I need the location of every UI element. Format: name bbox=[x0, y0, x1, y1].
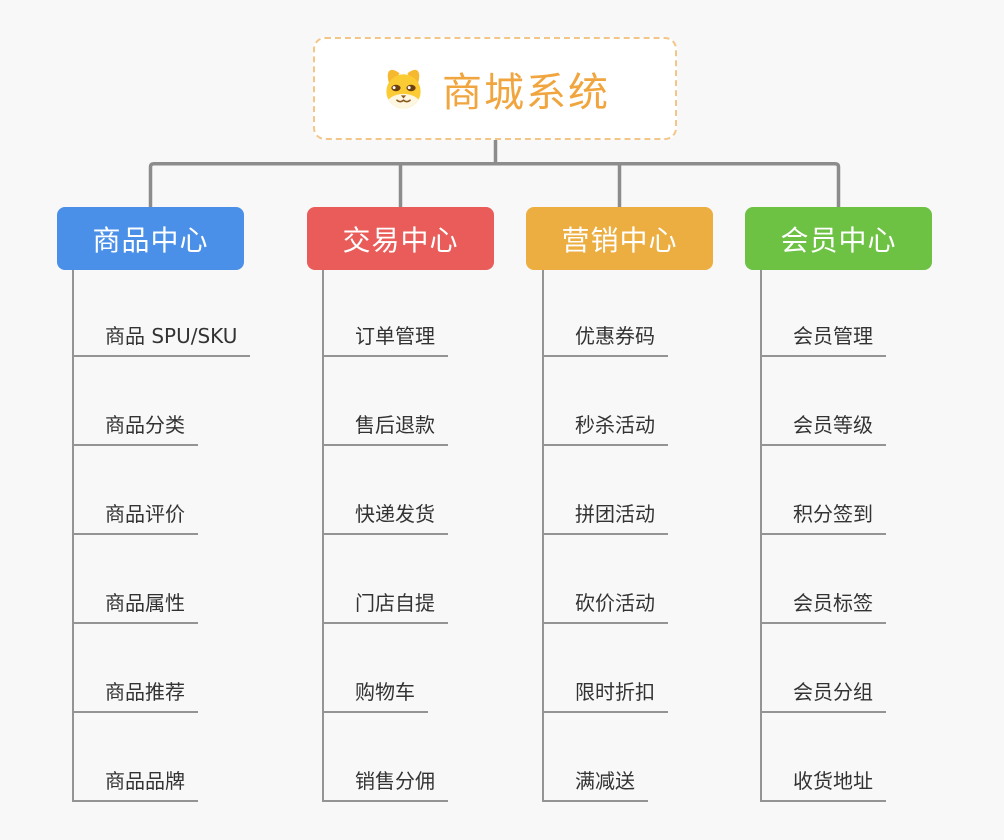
branch-spine-line bbox=[322, 270, 324, 802]
leaf-node[interactable]: 商品推荐 bbox=[72, 667, 198, 713]
leaf-node[interactable]: 限时折扣 bbox=[542, 667, 668, 713]
leaf-node[interactable]: 积分签到 bbox=[760, 489, 886, 535]
root-node[interactable]: 商城系统 bbox=[313, 37, 677, 140]
branch-spine-line bbox=[542, 270, 544, 802]
leaf-node[interactable]: 商品属性 bbox=[72, 578, 198, 624]
leaf-node[interactable]: 会员标签 bbox=[760, 578, 886, 624]
leaf-node[interactable]: 商品分类 bbox=[72, 400, 198, 446]
branch-spine-line bbox=[72, 270, 74, 802]
leaf-node[interactable]: 门店自提 bbox=[322, 578, 448, 624]
branch-box-trade-center[interactable]: 交易中心 bbox=[307, 207, 494, 270]
leaf-node[interactable]: 会员等级 bbox=[760, 400, 886, 446]
branch-box-product-center[interactable]: 商品中心 bbox=[57, 207, 244, 270]
branch-spine-line bbox=[760, 270, 762, 802]
leaf-node[interactable]: 商品品牌 bbox=[72, 756, 198, 802]
leaf-node[interactable]: 商品 SPU/SKU bbox=[72, 311, 251, 357]
leaf-node[interactable]: 收货地址 bbox=[760, 756, 886, 802]
leaf-node[interactable]: 拼团活动 bbox=[542, 489, 668, 535]
dog-mascot-icon bbox=[386, 69, 421, 109]
branch-label: 交易中心 bbox=[342, 223, 459, 257]
leaf-node[interactable]: 售后退款 bbox=[322, 400, 448, 446]
leaf-node[interactable]: 销售分佣 bbox=[322, 756, 448, 802]
leaf-node[interactable]: 会员分组 bbox=[760, 667, 886, 713]
leaf-node[interactable]: 满减送 bbox=[542, 756, 648, 802]
leaf-node[interactable]: 会员管理 bbox=[760, 311, 886, 357]
branch-label: 会员中心 bbox=[780, 223, 897, 257]
leaf-node[interactable]: 优惠券码 bbox=[542, 311, 668, 357]
root-title: 商城系统 bbox=[442, 69, 610, 116]
leaf-node[interactable]: 购物车 bbox=[322, 667, 428, 713]
leaf-node[interactable]: 砍价活动 bbox=[542, 578, 668, 624]
leaf-node[interactable]: 秒杀活动 bbox=[542, 400, 668, 446]
leaf-node[interactable]: 订单管理 bbox=[322, 311, 448, 357]
leaf-node[interactable]: 商品评价 bbox=[72, 489, 198, 535]
branch-label: 营销中心 bbox=[561, 223, 678, 257]
leaf-node[interactable]: 快递发货 bbox=[322, 489, 448, 535]
branch-box-member-center[interactable]: 会员中心 bbox=[745, 207, 932, 270]
branch-label: 商品中心 bbox=[92, 223, 209, 257]
branch-box-marketing-center[interactable]: 营销中心 bbox=[526, 207, 713, 270]
